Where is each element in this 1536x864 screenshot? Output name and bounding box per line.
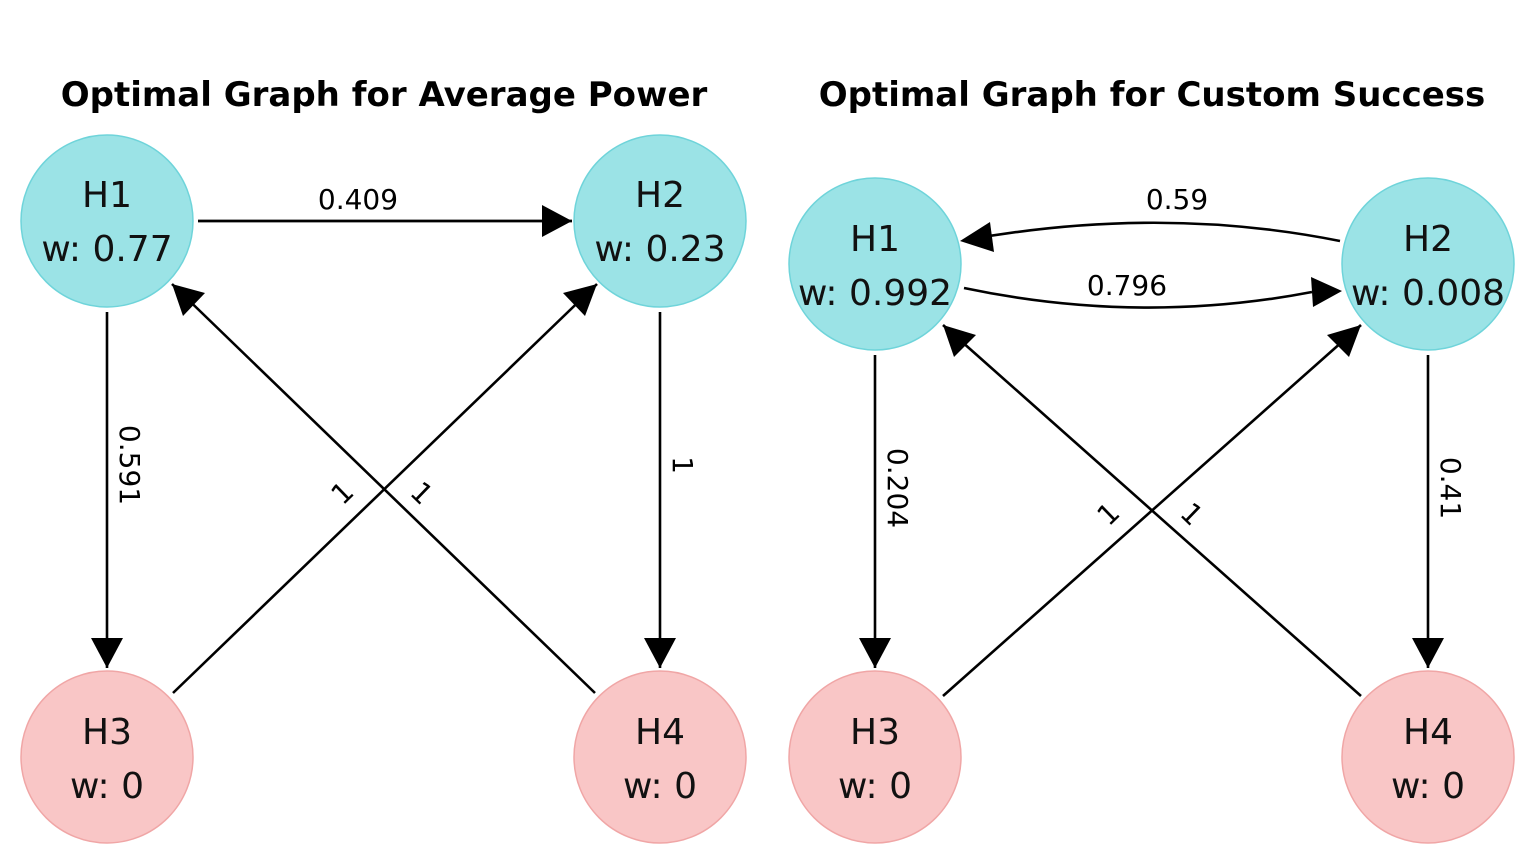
edge-label: 0.409 [318,183,398,216]
node-name: H2 [1403,219,1453,260]
edge-h4-h1 [171,283,596,694]
node-h2: H2 w: 0.008 [1341,177,1515,351]
node-weight: w: 0 [838,766,912,807]
edge-h2-h4 [1412,355,1444,668]
node-h1: H1 w: 0.992 [788,177,962,351]
edge-label: 1 [325,475,361,511]
node-h2: H2 w: 0.23 [573,134,747,308]
graph-custom-success: Optimal Graph for Custom Success 0.59 0.… [788,75,1515,844]
graph-title: Optimal Graph for Custom Success [819,75,1486,115]
node-h3: H3 w: 0 [20,670,194,844]
edge-label: 1 [1174,496,1210,532]
graph-title: Optimal Graph for Average Power [61,75,708,115]
edge-label: 0.41 [1434,457,1467,519]
edge-label: 0.59 [1146,183,1208,216]
node-weight: w: 0.008 [1351,273,1505,314]
node-weight: w: 0 [623,766,697,807]
node-weight: w: 0.23 [594,229,725,270]
node-weight: w: 0 [70,766,144,807]
node-name: H4 [635,712,685,753]
node-name: H1 [82,175,132,216]
node-h3: H3 w: 0 [788,670,962,844]
graph-average-power: Optimal Graph for Average Power 0.409 0.… [20,75,747,844]
edge-h2-h1 [960,221,1341,252]
node-name: H4 [1403,712,1453,753]
node-h4: H4 w: 0 [1341,670,1515,844]
node-name: H1 [850,219,900,260]
edge-label: 1 [1091,496,1127,532]
node-weight: w: 0.77 [41,229,172,270]
node-weight: w: 0.992 [798,273,952,314]
edge-label: 0.591 [113,425,146,505]
node-name: H3 [850,712,900,753]
node-h4: H4 w: 0 [573,670,747,844]
edge-h1-h3 [91,312,123,668]
edge-label: 0.796 [1087,269,1167,302]
edge-h4-h1 [942,324,1362,697]
edge-label: 0.204 [881,448,914,528]
edge-label: 1 [404,475,440,511]
edge-h1-h2 [198,205,572,237]
edge-h1-h3 [859,355,891,668]
node-weight: w: 0 [1391,766,1465,807]
edge-h1-h2-curved [963,277,1342,309]
node-h1: H1 w: 0.77 [20,134,194,308]
node-name: H3 [82,712,132,753]
edge-label: 1 [666,456,699,474]
edge-h2-h4 [644,312,676,668]
node-name: H2 [635,175,685,216]
